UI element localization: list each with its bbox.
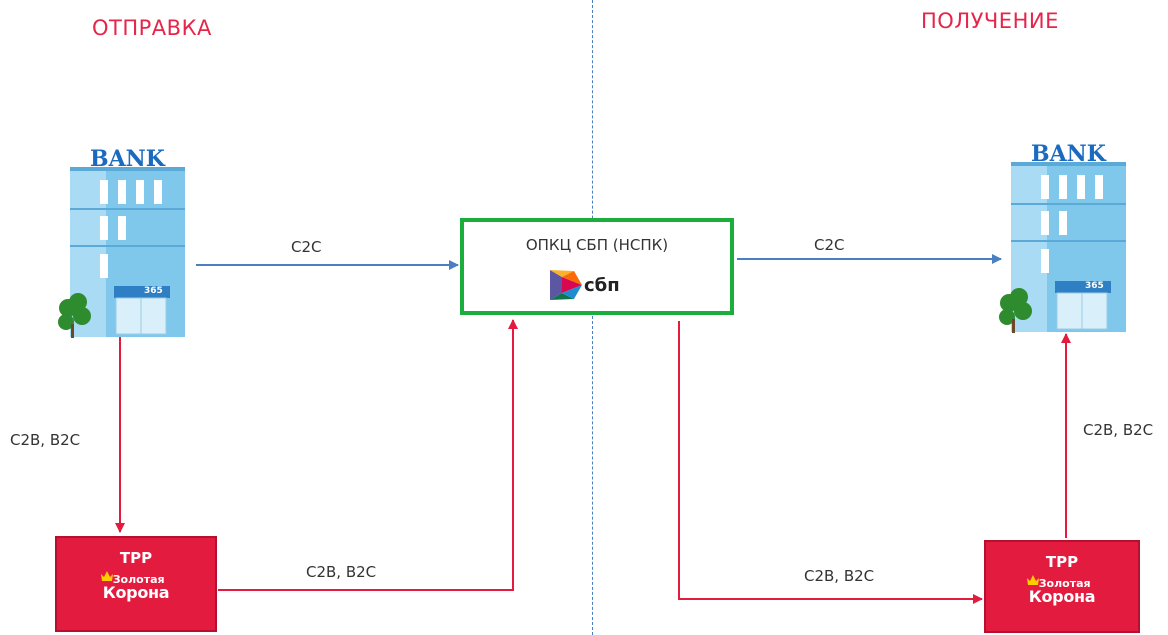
- tpp-title: ТРР: [119, 549, 153, 567]
- sender-bank: BANK 365: [56, 146, 188, 344]
- crown-icon: [100, 571, 113, 581]
- sender-tpp-box: ТРР Золотая Корона: [55, 536, 217, 632]
- arrow-send-tpp-to-hub: [218, 319, 518, 591]
- sbp-logo: сбп: [550, 270, 620, 300]
- tpp-title: ТРР: [1045, 553, 1079, 571]
- sbp-hub-box: ОПКЦ СБП (НСПК) сбп: [460, 218, 734, 315]
- label-send-bank-to-tpp: C2B, B2C: [10, 431, 81, 449]
- hub-title: ОПКЦ СБП (НСПК): [525, 236, 669, 254]
- label-hub-to-recv-bank: C2C: [814, 236, 845, 254]
- door-number: 365: [144, 286, 163, 296]
- brand-line1: Золотая: [112, 573, 165, 586]
- receiver-tpp-box: ТРР Золотая Корона: [984, 540, 1140, 633]
- label-hub-to-recv-tpp: C2B, B2C: [804, 567, 875, 585]
- arrow-hub-to-recv-tpp: [678, 321, 983, 604]
- bank-sign: BANK: [90, 146, 165, 172]
- zolotaya-korona-logo: Золотая Корона: [57, 571, 215, 602]
- label-send-bank-to-hub: C2C: [291, 238, 322, 256]
- divider-line: [592, 0, 593, 635]
- brand-line2: Корона: [102, 583, 170, 602]
- send-heading: ОТПРАВКА: [92, 16, 212, 40]
- sbp-logo-icon: [550, 270, 582, 300]
- bank-building-icon: [999, 162, 1126, 333]
- label-send-tpp-to-hub: C2B, B2C: [306, 563, 377, 581]
- sbp-logo-text: сбп: [584, 274, 620, 296]
- zolotaya-korona-logo: Золотая Корона: [986, 575, 1138, 606]
- receive-heading: ПОЛУЧЕНИЕ: [921, 9, 1059, 33]
- label-recv-tpp-to-bank: C2B, B2C: [1083, 421, 1154, 439]
- bank-building-icon: [58, 167, 185, 338]
- bank-sign: BANK: [1031, 141, 1106, 167]
- brand-line2: Корона: [1028, 587, 1096, 606]
- door-number: 365: [1085, 281, 1104, 291]
- crown-icon: [1026, 575, 1039, 585]
- receiver-bank: BANK 365: [997, 141, 1129, 339]
- brand-line1: Золотая: [1038, 577, 1091, 590]
